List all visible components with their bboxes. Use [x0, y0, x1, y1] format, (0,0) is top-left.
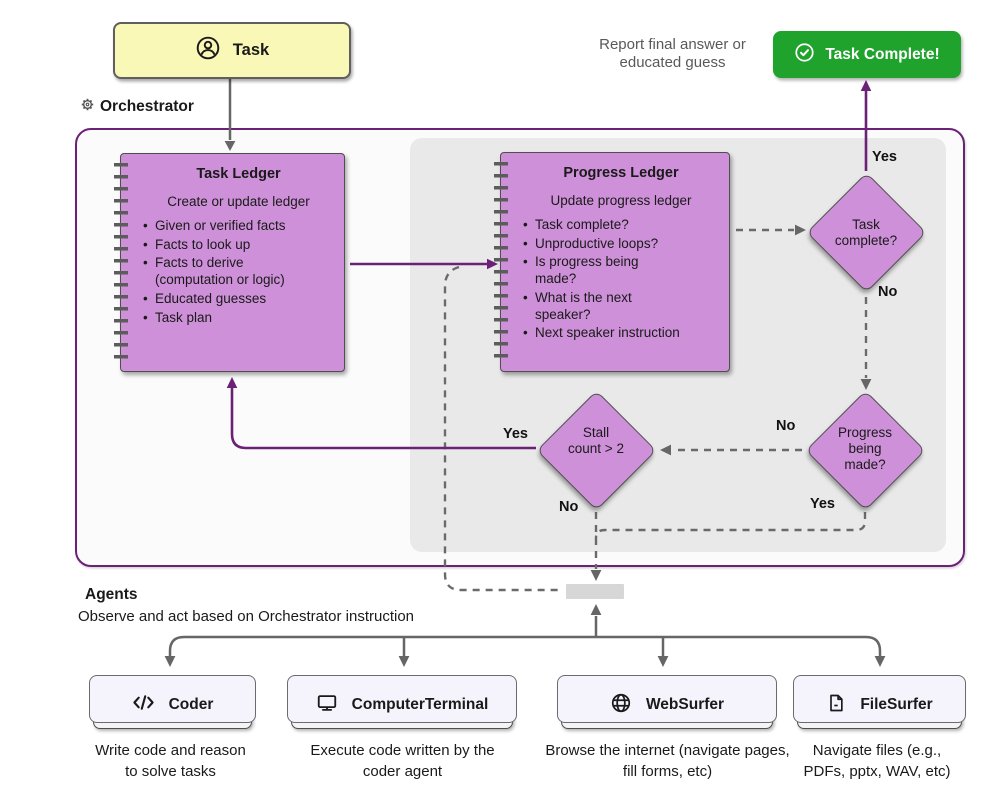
agent-description-coder: Write code and reason to solve tasks — [95, 742, 246, 780]
agent-name: WebSurfer — [645, 696, 725, 713]
task-box-label: Task — [232, 41, 270, 59]
list-item: Educated guesses — [141, 291, 336, 308]
agent-description-computerterminal: Execute code written by the coder agent — [310, 742, 495, 780]
list-item: Task plan — [141, 310, 336, 327]
report-final-answer-note: Report final answer or educated guess — [575, 36, 770, 71]
stall-count-diamond-label: Stall count > 2 — [568, 425, 624, 456]
orchestrator-label: Orchestrator — [80, 97, 194, 117]
task-complete-banner: Task Complete! — [773, 31, 961, 78]
list-item: Facts to look up — [141, 237, 336, 254]
report-note-line2: educated guess — [619, 53, 726, 71]
file-icon — [826, 693, 846, 718]
list-item: What is the next speaker? — [521, 290, 721, 323]
task-input-box: Task — [113, 22, 351, 79]
task-ledger-title: Task Ledger — [196, 166, 281, 182]
globe-icon — [610, 692, 632, 719]
task-ledger-subtitle: Create or update ledger — [167, 194, 310, 209]
person-icon — [195, 35, 221, 66]
task-complete-diamond-label: Task complete? — [834, 217, 898, 248]
agent-name: FileSurfer — [860, 696, 933, 713]
task-complete-banner-label: Task Complete! — [825, 45, 940, 63]
stall-count-no-label: No — [559, 499, 579, 515]
agent-description-websurfer: Browse the internet (navigate pages, fil… — [545, 742, 790, 780]
list-item: Facts to derive (computation or logic) — [141, 255, 336, 288]
progress-ledger-subtitle: Update progress ledger — [550, 193, 692, 208]
agents-section-subtitle: Observe and act based on Orchestrator in… — [78, 608, 415, 625]
agent-card-websurfer: WebSurfer — [557, 675, 777, 729]
agent-card-computerterminal: ComputerTerminal — [287, 675, 517, 729]
progress-made-yes-label: Yes — [810, 496, 835, 512]
agent-card-filesurfer: FileSurfer — [793, 675, 966, 729]
stall-count-yes-label: Yes — [503, 426, 528, 442]
task-ledger-list: Given or verified facts Facts to look up… — [141, 218, 336, 326]
progress-ledger-box: Progress Ledger Update progress ledger T… — [494, 152, 730, 372]
list-item: Next speaker instruction — [521, 325, 721, 342]
report-note-line1: Report final answer or — [599, 36, 746, 53]
task-ledger-box: Task Ledger Create or update ledger Give… — [114, 153, 345, 372]
progress-ledger-list: Task complete? Unproductive loops? Is pr… — [521, 217, 721, 342]
orchestrator-label-text: Orchestrator — [100, 98, 194, 115]
agent-description-filesurfer: Navigate files (e.g., PDFs, pptx, WAV, e… — [803, 742, 951, 780]
gear-icon — [80, 97, 95, 117]
agent-name: ComputerTerminal — [351, 696, 489, 713]
task-complete-no-label: No — [878, 284, 898, 300]
list-item: Unproductive loops? — [521, 236, 721, 253]
list-item: Given or verified facts — [141, 218, 336, 235]
agent-name: Coder — [168, 696, 214, 713]
progress-made-no-label: No — [776, 418, 796, 434]
progress-made-diamond-label: Progress being made? — [837, 425, 893, 472]
check-circle-icon — [794, 42, 815, 68]
task-complete-yes-label: Yes — [872, 149, 897, 165]
monitor-icon — [316, 692, 338, 719]
code-icon — [132, 691, 155, 719]
agents-section-title: Agents — [85, 586, 138, 603]
progress-ledger-title: Progress Ledger — [563, 165, 679, 181]
agent-card-coder: Coder — [89, 675, 256, 729]
agent-connector-hub — [566, 584, 624, 599]
list-item: Is progress being made? — [521, 254, 721, 287]
list-item: Task complete? — [521, 217, 721, 234]
